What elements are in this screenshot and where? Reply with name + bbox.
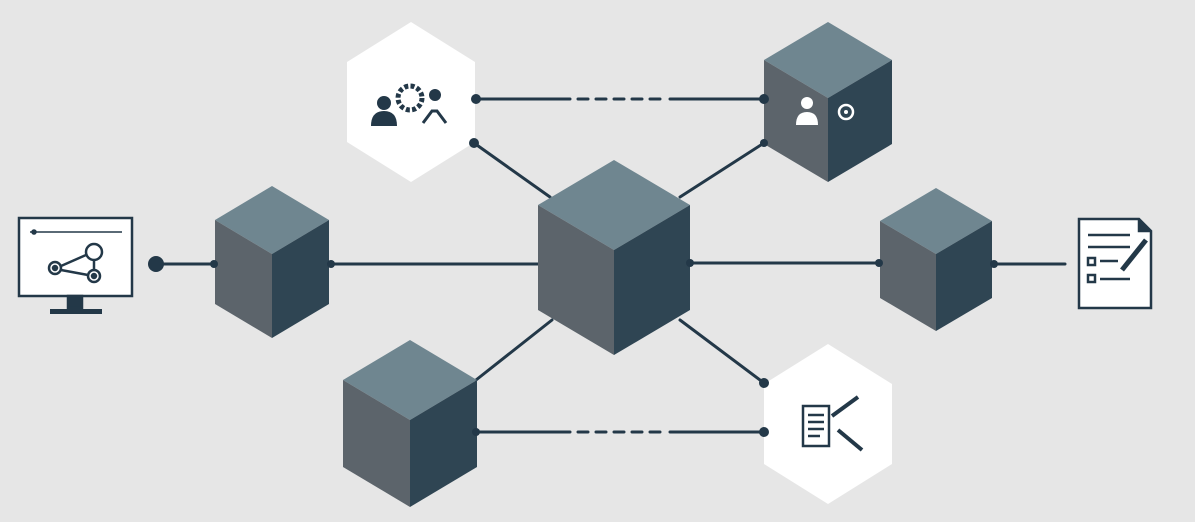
connector-dot	[759, 94, 769, 104]
cube-left-face	[538, 205, 614, 355]
left-block	[215, 186, 329, 338]
document-pen-icon	[801, 395, 864, 452]
connector-dot	[210, 260, 218, 268]
document-sign-icon	[1077, 217, 1153, 310]
connector-dot	[760, 139, 768, 147]
central-block	[538, 160, 690, 355]
connector-dot	[759, 427, 769, 437]
connector-dot	[472, 428, 480, 436]
connector-dot	[875, 259, 883, 267]
connector-dot	[471, 94, 481, 104]
cube-right-face	[936, 221, 992, 331]
connector	[474, 318, 554, 382]
connector-lines	[154, 97, 1067, 434]
top-right-block	[764, 22, 892, 182]
connector-dot	[759, 378, 769, 388]
team-gear-icon	[371, 83, 448, 126]
cube-left-face	[343, 380, 410, 507]
connector-dot	[148, 256, 164, 272]
cube-right-face	[272, 220, 329, 338]
connector-dot	[686, 259, 694, 267]
cube-right-face	[614, 205, 690, 355]
connector	[678, 318, 766, 385]
cube-left-face	[880, 221, 936, 331]
cube-right-face	[410, 380, 477, 507]
bottom-left-block	[343, 340, 477, 507]
connector-dot	[469, 138, 479, 148]
connector-dot	[327, 260, 335, 268]
right-block	[880, 188, 992, 331]
connector	[678, 141, 766, 199]
connector	[472, 141, 552, 199]
user-chat-icon	[796, 97, 855, 125]
cube-left-face	[215, 220, 272, 338]
monitor-network-icon	[17, 216, 134, 314]
cube-left-face	[764, 60, 828, 182]
cube-right-face	[828, 60, 892, 182]
connector-dot	[990, 260, 998, 268]
